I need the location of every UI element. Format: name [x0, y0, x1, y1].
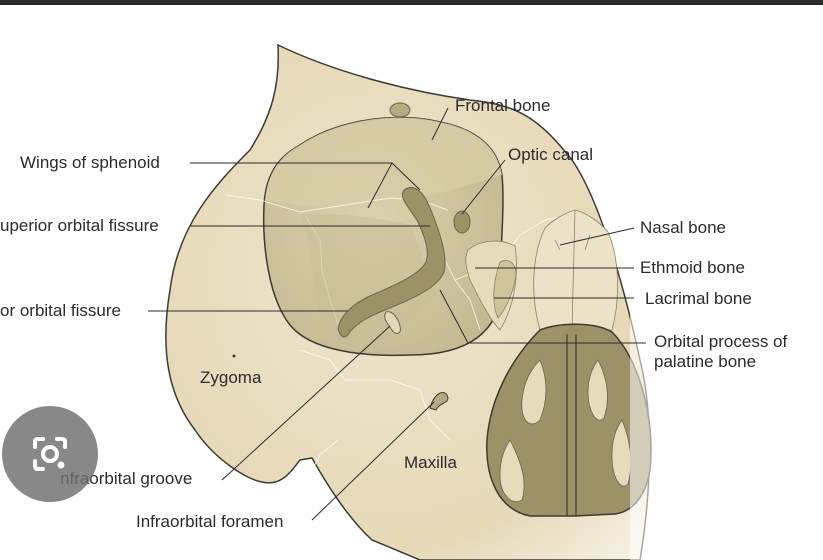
zygoma-dot: [232, 354, 236, 358]
label-wings-of-sphenoid: Wings of sphenoid: [20, 153, 160, 172]
leader-orbital-process: [439, 289, 646, 344]
leader-infraorbital-groove: [221, 325, 391, 481]
label-nasal-bone: Nasal bone: [640, 218, 726, 237]
frontal-orbital-plate: [265, 117, 502, 208]
label-optic-canal: Optic canal: [508, 145, 593, 164]
label-orbital-process-line1: Orbital process of: [654, 332, 787, 351]
label-infraorbital-foramen: Infraorbital foramen: [136, 512, 283, 531]
top-border: [0, 0, 823, 5]
fade-right: [630, 90, 823, 560]
leader-optic-canal: [461, 159, 506, 215]
leader-infraorbital-foramen: [311, 401, 435, 521]
lens-button[interactable]: [2, 406, 98, 502]
label-maxilla: Maxilla: [404, 453, 457, 472]
leader-wings-of-sphenoid-b: [391, 162, 421, 191]
inferior-orbital-fissure-shape: [384, 311, 401, 334]
infraorbital-foramen-shape: [429, 392, 449, 411]
supraorbital-notch: [389, 102, 411, 118]
nasal-midline: [554, 209, 591, 331]
label-superior-orbital-fissure: uperior orbital fissure: [0, 216, 159, 235]
leader-nasal-bone: [559, 227, 635, 246]
nasal-turbinates: [499, 359, 632, 502]
nasal-septum: [566, 334, 577, 516]
camera-lens-icon: [33, 437, 67, 471]
superior-orbital-fissure-shape: [337, 187, 446, 338]
label-frontal-bone: Frontal bone: [455, 96, 550, 115]
nasal-bones: [533, 209, 618, 331]
label-ethmoid-bone: Ethmoid bone: [640, 258, 745, 277]
sphenoid-wing: [300, 214, 436, 340]
label-inferior-orbital-fissure: or orbital fissure: [0, 301, 121, 320]
label-zygoma: Zygoma: [200, 368, 262, 387]
nasal-cavity: [486, 323, 652, 517]
optic-canal-shape: [453, 210, 471, 234]
lacrimal-fossa: [493, 260, 517, 319]
label-lacrimal-bone: Lacrimal bone: [645, 289, 752, 308]
leader-frontal-bone: [431, 107, 449, 141]
leader-lines: [148, 107, 646, 521]
label-orbital-process-line2: palatine bone: [654, 352, 756, 371]
